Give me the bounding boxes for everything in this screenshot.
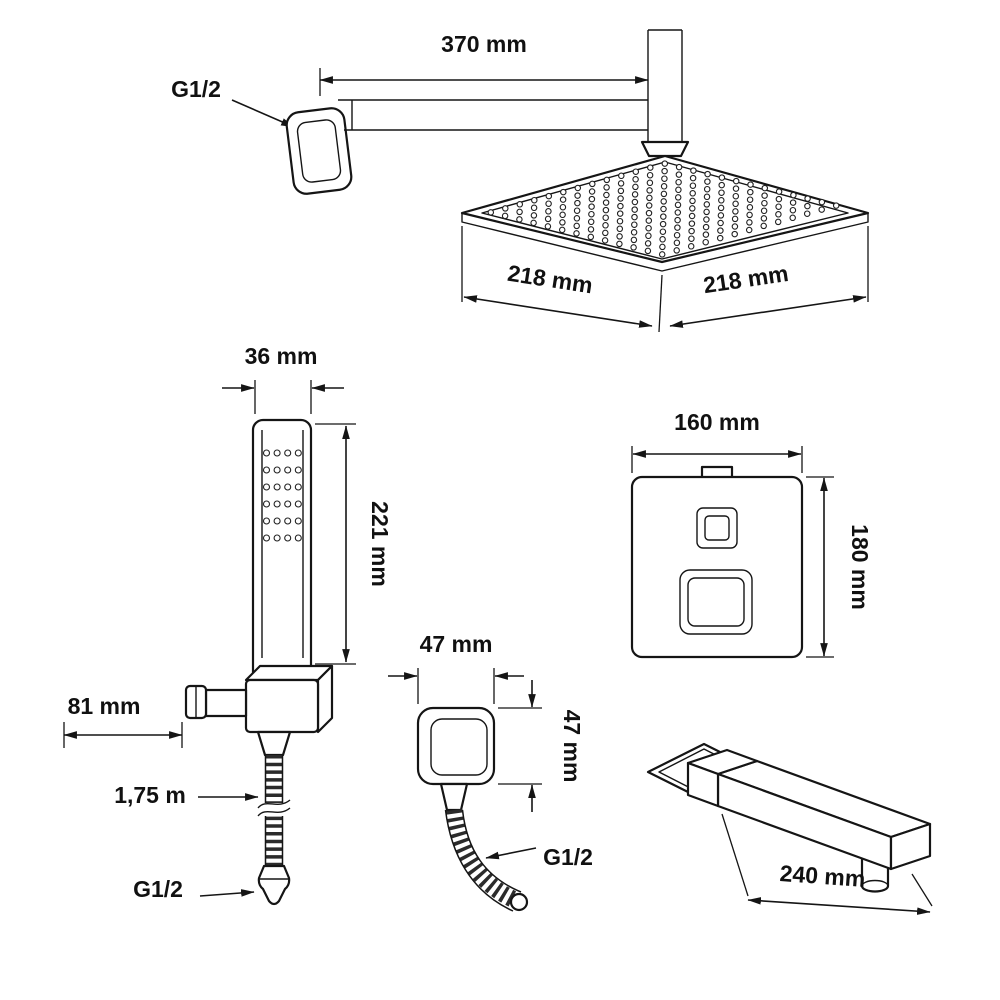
shower-arm [338, 29, 690, 158]
hose-end-cap [509, 892, 529, 912]
dimension-panel-width: 160 mm [631, 409, 803, 473]
rain-shower-head [460, 154, 870, 272]
thermostat-panel-assembly: 160 mm 180 mm [630, 409, 873, 659]
wand-nozzle-grid [262, 449, 302, 542]
dimension-wand-width: 36 mm [222, 343, 344, 414]
holder-stem [204, 688, 248, 718]
hose-end-cone [257, 864, 291, 906]
panel-plate [630, 475, 804, 659]
arm-length-label: 370 mm [441, 31, 527, 57]
dimension-wand-length: 221 mm [315, 423, 393, 665]
dimension-spout-length: 240 mm [721, 813, 933, 915]
panel-small-button [696, 507, 738, 549]
outlet-thread-label: G1/2 [543, 844, 593, 870]
outlet-height-label: 47 mm [559, 710, 585, 783]
hose-break [261, 803, 287, 816]
hose-outlet-assembly: 47 mm 47 mm G1/2 [388, 631, 593, 912]
shower-riser-pipe [647, 29, 683, 142]
wall-flange [285, 107, 353, 195]
outlet-thread-callout: G1/2 [485, 844, 593, 870]
head-connector [640, 140, 690, 158]
dimension-arm-length: 370 mm [319, 31, 649, 96]
wand-length-label: 221 mm [367, 501, 393, 587]
spout-assembly: 240 mm [646, 742, 933, 915]
overhead-shower-assembly: 370 mm G1/2 218 [171, 29, 870, 333]
panel-height-label: 180 mm [847, 524, 873, 610]
hand-shower-assembly: 36 mm 221 mm 81 [63, 343, 393, 906]
hand-shower-wand [251, 418, 313, 684]
dimension-holder-depth: 81 mm [63, 693, 183, 748]
shower-hose [257, 755, 291, 906]
hose-thread-label: G1/2 [133, 876, 183, 902]
spout-length-label: 240 mm [779, 860, 866, 892]
spout-tube-end [889, 822, 932, 871]
hose-length-label: 1,75 m [114, 782, 186, 808]
wall-thread-callout: G1/2 [171, 76, 295, 128]
nozzle-grid [487, 160, 840, 258]
spout-tube [716, 759, 932, 871]
shower-head-rim [461, 213, 869, 272]
hose-length-callout: 1,75 m [114, 782, 259, 808]
panel-width-label: 160 mm [674, 409, 760, 435]
dimension-panel-height: 180 mm [806, 476, 873, 658]
outlet-width-label: 47 mm [420, 631, 493, 657]
outlet-body [416, 706, 496, 812]
hose-thread-callout: G1/2 [133, 876, 255, 902]
holder-depth-label: 81 mm [68, 693, 141, 719]
outlet-hose [444, 808, 529, 912]
wand-width-label: 36 mm [245, 343, 318, 369]
wall-thread-label: G1/2 [171, 76, 221, 102]
holder-front-face [244, 678, 320, 734]
dimension-outlet-height: 47 mm [498, 680, 585, 812]
spout-mount-block [686, 748, 759, 808]
dimension-outlet-width: 47 mm [388, 631, 524, 704]
panel-large-button [679, 569, 753, 635]
